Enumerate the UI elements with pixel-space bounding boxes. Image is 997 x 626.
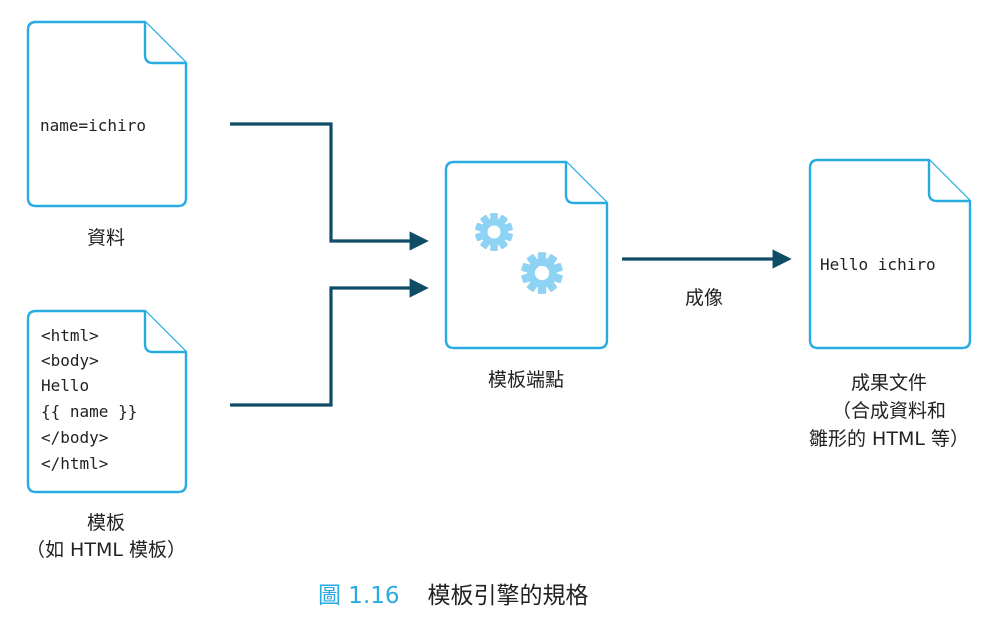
template-line-4: {{ name }} xyxy=(41,402,137,421)
data-document: name=ichiro xyxy=(26,20,188,208)
template-document-fold xyxy=(143,311,186,354)
result-document-sublabel-1: （合成資料和 xyxy=(832,400,946,422)
template-to-engine-arrow xyxy=(230,278,429,407)
data-document-outline xyxy=(26,20,188,208)
template-line-2: <body> xyxy=(41,351,99,370)
engine-document-fold xyxy=(564,162,607,205)
result-document-content: Hello ichiro xyxy=(820,255,936,274)
figure-caption: 圖 1.16 模板引擎的規格 xyxy=(318,583,589,609)
render-arrow-label: 成像 xyxy=(685,287,723,309)
template-line-3: Hello xyxy=(41,376,89,395)
data-document-label: 資料 xyxy=(87,227,125,249)
result-document-outline xyxy=(808,158,972,350)
template-document-sublabel: （如 HTML 模板） xyxy=(26,539,186,561)
engine-label: 模板端點 xyxy=(488,369,564,391)
template-line-6: </html> xyxy=(41,454,108,473)
template-document-label: 模板 xyxy=(87,512,125,534)
template-document: <html> <body> Hello {{ name }} </body> <… xyxy=(26,309,188,494)
result-document: Hello ichiro xyxy=(808,158,972,350)
data-to-engine-arrow xyxy=(230,122,429,251)
figure-title: 模板引擎的規格 xyxy=(428,583,589,609)
template-line-5: </body> xyxy=(41,428,108,447)
result-document-label: 成果文件 xyxy=(851,372,927,394)
template-document-outline xyxy=(26,309,188,494)
template-line-1: <html> xyxy=(41,326,99,345)
template-engine-document xyxy=(444,160,609,350)
engine-document-outline xyxy=(444,160,609,350)
result-document-fold xyxy=(927,160,970,203)
data-document-fold xyxy=(143,22,186,65)
figure-number: 圖 1.16 xyxy=(318,583,400,609)
data-document-content: name=ichiro xyxy=(40,116,146,135)
result-document-sublabel-2: 雛形的 HTML 等） xyxy=(809,428,969,450)
